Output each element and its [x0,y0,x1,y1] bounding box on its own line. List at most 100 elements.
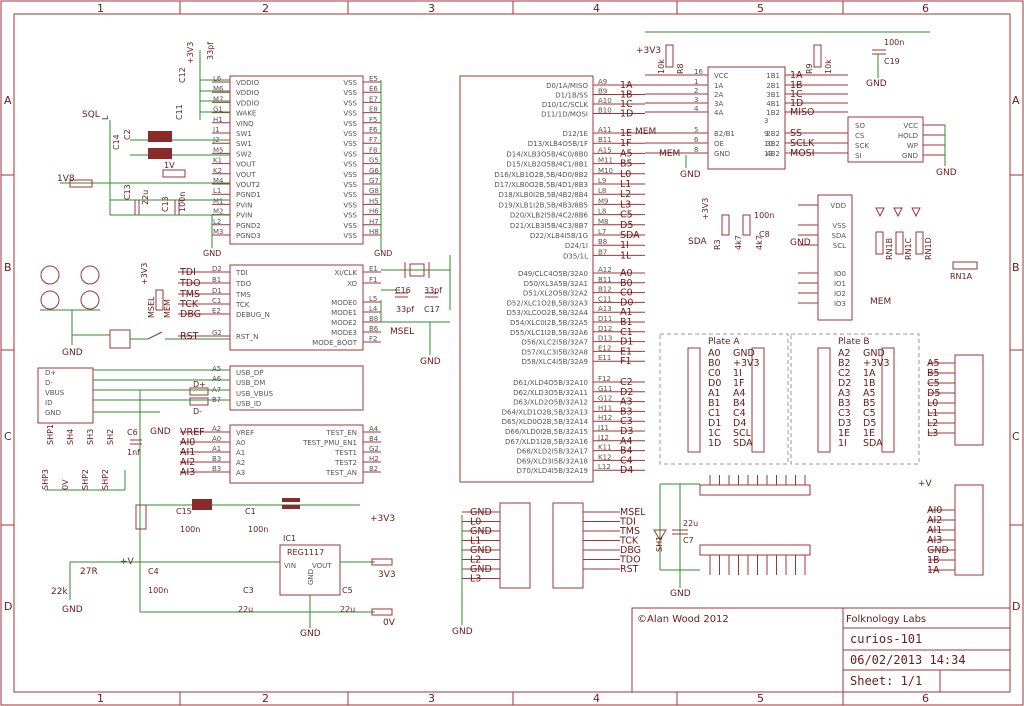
analog-right-pin-label: TEST1 [334,449,357,457]
jtag-pin-id: C1 [212,297,221,305]
io-pin-label: D52/XLC1O2B,5B/32A3 [507,299,588,307]
grid-row-left-B: B [4,261,12,274]
r4-label: D- [193,407,202,416]
jtag-pin-label: TDO [235,280,252,288]
mcu-right-pin-label: VSS [343,201,357,209]
title-block: ©Alan Wood 2012 Folknology Labs curios-1… [631,607,1011,693]
c12-label: C11 [175,104,184,120]
io-pin-id: D11 [598,315,612,323]
buffer-right-num: 3 [764,117,768,125]
power-header-net: AI0 [927,505,942,516]
plate-row-right: A5 [863,388,876,399]
header-left-net: GND [470,564,492,575]
plate-row-left: 1D [708,438,721,449]
r8-value: 10k [657,59,666,74]
analog-pin-label: A2 [236,459,245,467]
grid-col-top-5: 5 [757,2,764,15]
c4-label: C4 [148,567,159,576]
io-net-label: B1 [620,317,633,328]
c8-value: 100n [754,211,774,220]
design-name: curios-101 [850,632,922,646]
usb-gnd-label: GND [150,427,171,437]
rn1b-label: RN1B [885,238,894,260]
io-pin-label: D65/XLD0O2B,5B/32A14 [502,418,589,426]
jtag-right-pin-id: E1 [369,265,378,273]
plate-row-right: B5 [863,398,876,409]
plate-row-right: +3V3 [863,358,890,369]
io-net-label: C0 [620,288,633,299]
buffer-right-pin: 3B2 [766,140,780,148]
usb-pin-label: USB_DP [236,369,263,377]
flash-left-pin: SI [855,152,862,160]
io-net-label: D0 [620,297,633,308]
io-net-label: D1 [620,337,633,348]
r7-value-label: MEM [163,299,172,318]
io-pin-id: E12 [598,344,611,352]
jtag-pin-id: E2 [212,307,221,315]
buffer-left-pin: 1A [714,82,723,90]
c17-value: 33pf [424,286,442,295]
analog-right-pin-label: TEST_PMU_EN1 [302,439,357,447]
io-pin-label: D61/XLD4O5B/32A10 [513,379,588,387]
io-net-label: B5 [620,159,633,170]
mcu-right-pin-label: VSS [343,191,357,199]
buffer-right-net: MISO [790,107,815,118]
flash-cap-label: C19 [884,57,900,66]
buffer-right-net: SCLK [790,138,815,149]
grid-row-right-A: A [1012,94,1020,107]
io-pin-label: D67/XLD1I2B,5B/32A16 [505,438,589,446]
io-net-label: A5 [620,148,633,159]
io-net-label: SDA [620,230,640,241]
power-decoupling-network: +3V3 33pf 1V 1V8 SQL C14 L C2 C12 C11 22… [57,42,230,216]
exp-3v3-label: +3V3 [701,198,710,220]
resistor-vout [162,169,186,178]
plate-row-left: B3 [838,398,851,409]
buffer-gnd-label: GND [680,170,701,180]
right-header-net: L1 [927,408,938,419]
mcu-left-pin-id: K2 [213,167,222,175]
analog-right-pin-id: A4 [369,425,379,433]
io-pin-id: K11 [598,444,612,452]
io-net-label: A3 [620,397,633,408]
grid-col-bottom-6: 6 [922,692,929,705]
analog-right-pin-label: TEST_AN [325,469,357,477]
mcu-right-pin-id: G7 [369,177,379,185]
io-net-label: A4 [620,436,633,447]
buffer-right-pin: 3B1 [766,91,780,99]
led-array [875,207,978,270]
mem-net-label: MEM [635,127,656,137]
c3-value: 22u [238,605,253,614]
c11-label: C13 [161,196,170,212]
power-regulator-section: C15 100n C1 100n +3V3 IC1 REG1117 VIN VO… [51,498,396,639]
expander-pin: IO0 [834,270,846,278]
power-plus-v-label: +V [918,479,933,489]
r1-label: D+ [193,380,206,389]
buffer-right-net: 1B [790,80,803,91]
right-header-net: B5 [927,368,940,379]
right-header-net: A5 [927,358,940,369]
buffer-left-num: 1 [694,78,698,86]
plate-row-left: C2 [838,368,851,379]
resistor-1v8 [69,179,93,188]
plate-row-left: D2 [838,378,851,389]
io-net-label: C2 [620,377,633,388]
msel-net-label: MSEL [390,327,414,337]
io-pin-id: A11 [598,126,612,134]
io-net-label: L1 [620,179,631,190]
jtag-net-label: RST [180,331,199,342]
io-pin-label: D16/XLB1O2B,5B/4D0/8B2 [494,171,588,179]
mcu-left-pin-label: PVIN [236,212,252,220]
jtag-pin-id: B1 [212,276,221,284]
shp1-label: SHP2 [101,469,110,490]
grid-row-right-C: C [1012,430,1020,443]
plate-row-left: B2 [838,358,851,369]
io-pin-id: M10 [598,167,613,175]
grid-col-bottom-3: 3 [428,692,435,705]
mcu-right-pin-id: G5 [369,157,379,165]
usb-pin-label: USB_VBUS [236,390,274,398]
reg-name: REG1117 [287,548,324,557]
jtag-pin-label: TCK [235,301,250,309]
io-net-label: 1I [620,240,629,251]
